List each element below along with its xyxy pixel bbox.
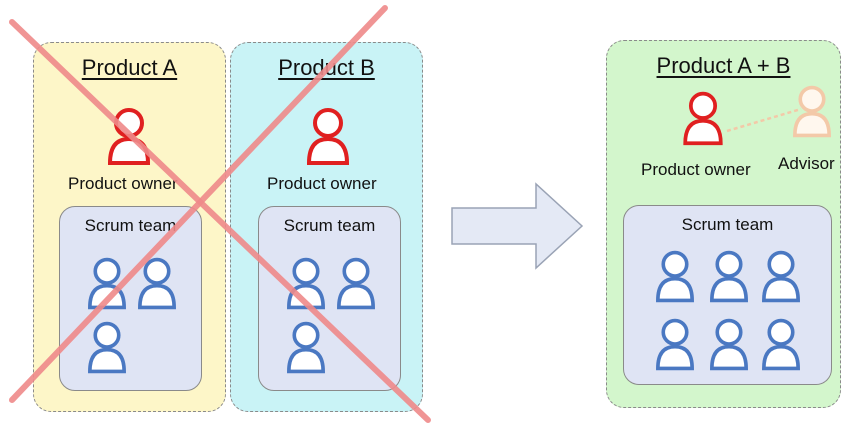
product-a-scrum-team: Scrum team xyxy=(59,206,202,391)
product-owner-icon xyxy=(107,108,151,165)
advisor-icon xyxy=(793,85,831,138)
big-right-arrow-icon xyxy=(451,182,584,270)
team-member-icon xyxy=(88,257,126,310)
product-a-panel: Product A Product owner Scrum team xyxy=(33,42,226,412)
team-member-icon xyxy=(337,257,375,310)
team-member-icon xyxy=(287,257,325,310)
team-member-icon xyxy=(656,318,694,371)
advisor-label: Advisor xyxy=(778,154,835,173)
team-member-icon xyxy=(710,318,748,371)
product-owner-icon xyxy=(683,91,723,146)
product-ab-owner-label: Product owner xyxy=(641,160,751,179)
product-b-panel: Product B Product owner Scrum team xyxy=(230,42,423,412)
product-owner-icon xyxy=(306,108,350,165)
product-a-team-label: Scrum team xyxy=(84,216,177,235)
product-a-title: Product A xyxy=(81,55,178,80)
product-ab-title: Product A + B xyxy=(656,53,791,78)
product-b-team-label: Scrum team xyxy=(283,216,376,235)
product-ab-panel: Product A + B Product owner Advisor Scru… xyxy=(606,40,841,408)
product-b-title: Product B xyxy=(278,55,375,80)
team-member-icon xyxy=(656,250,694,303)
team-member-icon xyxy=(88,321,126,374)
team-member-icon xyxy=(287,321,325,374)
product-ab-team-label: Scrum team xyxy=(681,215,774,234)
product-b-scrum-team: Scrum team xyxy=(258,206,401,391)
team-member-icon xyxy=(138,257,176,310)
team-member-icon xyxy=(762,250,800,303)
product-ab-scrum-team: Scrum team xyxy=(623,205,832,385)
product-a-owner-label: Product owner xyxy=(68,174,178,193)
product-b-owner-label: Product owner xyxy=(267,174,377,193)
owner-advisor-link xyxy=(726,107,802,133)
team-member-icon xyxy=(710,250,748,303)
team-member-icon xyxy=(762,318,800,371)
